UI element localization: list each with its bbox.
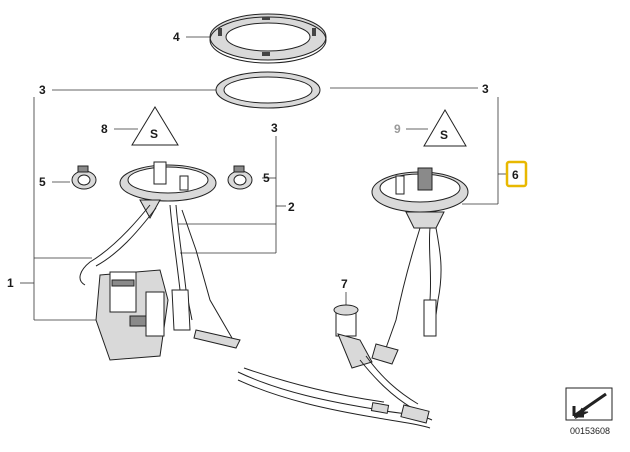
fuel-filter-assembly-right bbox=[371, 167, 469, 365]
fuel-pump-assembly-left bbox=[79, 161, 241, 361]
callout-4: 4 bbox=[173, 30, 180, 44]
callout-3-right: 3 bbox=[482, 82, 489, 96]
fuel-line-hoses bbox=[237, 355, 433, 429]
callout-2: 2 bbox=[288, 200, 295, 214]
callout-8: 8 bbox=[101, 122, 108, 136]
locking-ring-part bbox=[209, 13, 327, 64]
hose-clamp-left-part bbox=[71, 165, 97, 190]
diagram-reference-box: 00153608 bbox=[565, 387, 613, 436]
leader-lines bbox=[20, 36, 508, 321]
warning-triangle-icon-grey: S bbox=[423, 109, 467, 147]
callout-6: 6 bbox=[512, 168, 519, 182]
callout-3-center: 3 bbox=[271, 121, 278, 135]
svg-text:S: S bbox=[440, 128, 448, 142]
seal-ring-part bbox=[215, 71, 321, 109]
diagram-code: 00153608 bbox=[570, 426, 610, 436]
callout-7: 7 bbox=[341, 277, 348, 291]
hose-connector-part bbox=[333, 304, 373, 369]
svg-text:S: S bbox=[150, 127, 158, 141]
callout-9: 9 bbox=[394, 122, 401, 136]
callout-1: 1 bbox=[7, 276, 14, 290]
warning-triangle-icon: S bbox=[131, 106, 179, 146]
hose-clamp-right-part bbox=[227, 165, 253, 190]
callout-5-right: 5 bbox=[263, 171, 270, 185]
callout-6-highlight bbox=[505, 160, 528, 188]
callout-5-left: 5 bbox=[39, 175, 46, 189]
callout-3-left: 3 bbox=[39, 83, 46, 97]
callout-labels: 4 3 3 3 8 9 5 5 2 1 7 6 bbox=[7, 30, 528, 291]
